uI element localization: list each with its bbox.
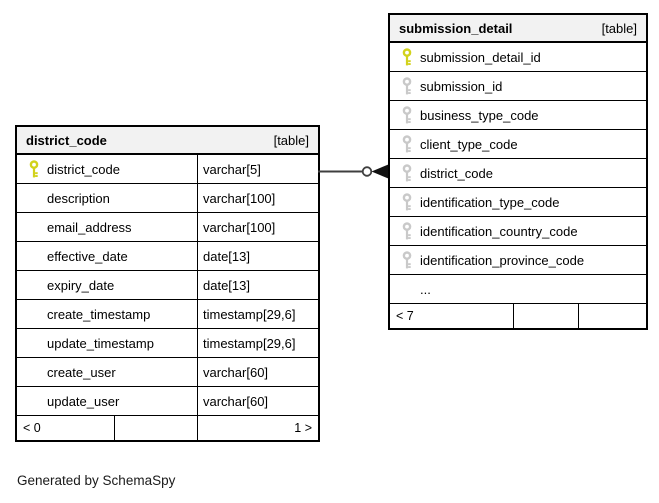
column-type: varchar[100] (203, 219, 276, 235)
column-name-cell: district_code (390, 159, 646, 187)
column-row: district_code varchar[5] (17, 155, 318, 184)
table-name[interactable]: submission_detail (399, 20, 513, 36)
column-name-cell: create_user (17, 358, 198, 386)
column-name-cell: create_timestamp (17, 300, 198, 328)
key-icon (401, 135, 413, 153)
footer-mid-cell (115, 416, 198, 440)
column-type: varchar[60] (203, 364, 269, 380)
table-header[interactable]: district_code [table] (17, 127, 318, 155)
column-name: description (47, 190, 110, 206)
column-row: create_timestamp timestamp[29,6] (17, 300, 318, 329)
column-list: submission_detail_id (390, 43, 646, 303)
generator-footnote: Generated by SchemaSpy (17, 473, 176, 488)
column-name-cell: identification_province_code (390, 246, 646, 274)
column-name-cell: client_type_code (390, 130, 646, 158)
column-name-cell: update_user (17, 387, 198, 415)
column-name: email_address (47, 219, 132, 235)
key-icon (401, 222, 413, 240)
column-name-cell: submission_id (390, 72, 646, 100)
key-icon (401, 48, 413, 66)
column-name: effective_date (47, 248, 128, 264)
column-name: submission_detail_id (420, 49, 541, 65)
column-name-cell: business_type_code (390, 101, 646, 129)
table-kind-label: [table] (273, 132, 309, 148)
column-row: update_timestamp timestamp[29,6] (17, 329, 318, 358)
column-name: update_timestamp (47, 335, 154, 351)
key-icon (401, 106, 413, 124)
column-row: create_user varchar[60] (17, 358, 318, 387)
column-row: client_type_code (390, 130, 646, 159)
column-name-cell: description (17, 184, 198, 212)
column-name: submission_id (420, 78, 503, 94)
column-name-cell: expiry_date (17, 271, 198, 299)
column-name-cell: effective_date (17, 242, 198, 270)
column-type: varchar[5] (203, 161, 261, 177)
footer-children-count: < 7 (390, 304, 514, 328)
column-name: create_user (47, 364, 116, 380)
table-header[interactable]: submission_detail [table] (390, 15, 646, 43)
footer-parents-count: 1 > (294, 421, 312, 435)
column-name-cell: ... (390, 275, 646, 303)
table-footer: < 0 1 > (17, 415, 318, 440)
key-icon (401, 251, 413, 269)
footer-parents-count (579, 304, 646, 328)
column-name: identification_country_code (420, 223, 578, 239)
column-name-cell: identification_type_code (390, 188, 646, 216)
column-type: timestamp[29,6] (203, 335, 296, 351)
column-name: create_timestamp (47, 306, 151, 322)
key-icon (28, 160, 40, 178)
table-district_code[interactable]: district_code [table] (15, 125, 320, 442)
column-type: date[13] (203, 248, 250, 264)
column-name: identification_province_code (420, 252, 585, 268)
column-row: email_address varchar[100] (17, 213, 318, 242)
key-icon (401, 193, 413, 211)
column-row: update_user varchar[60] (17, 387, 318, 415)
column-type: varchar[60] (203, 393, 269, 409)
table-submission_detail[interactable]: submission_detail [table] (388, 13, 648, 330)
key-icon (401, 164, 413, 182)
footer-mid-cell (514, 304, 579, 328)
column-row: effective_date date[13] (17, 242, 318, 271)
zero-circle-endpoint (361, 166, 373, 177)
column-name-cell: submission_detail_id (390, 43, 646, 71)
column-name: update_user (47, 393, 120, 409)
column-name: identification_type_code (420, 194, 560, 210)
column-name-cell: update_timestamp (17, 329, 198, 357)
table-kind-label: [table] (601, 20, 637, 36)
column-name-cell: identification_country_code (390, 217, 646, 245)
table-footer: < 7 (390, 303, 646, 328)
column-list: district_code varchar[5] (17, 155, 318, 415)
key-icon (401, 77, 413, 95)
column-row: business_type_code (390, 101, 646, 130)
column-type: date[13] (203, 277, 250, 293)
arrowhead-endpoint (371, 164, 388, 179)
column-name: expiry_date (47, 277, 115, 293)
column-row: identification_type_code (390, 188, 646, 217)
column-type: varchar[100] (203, 190, 276, 206)
footer-children-count: < 0 (17, 416, 115, 440)
column-row: ... (390, 275, 646, 303)
table-name[interactable]: district_code (26, 132, 107, 148)
column-row: identification_province_code (390, 246, 646, 275)
column-name-cell: district_code (17, 155, 198, 183)
column-row: description varchar[100] (17, 184, 318, 213)
column-row: submission_detail_id (390, 43, 646, 72)
column-name-cell: email_address (17, 213, 198, 241)
column-row: identification_country_code (390, 217, 646, 246)
column-name: district_code (420, 165, 493, 181)
column-row: submission_id (390, 72, 646, 101)
column-type: timestamp[29,6] (203, 306, 296, 322)
column-row: expiry_date date[13] (17, 271, 318, 300)
column-row: district_code (390, 159, 646, 188)
column-name: ... (420, 281, 431, 297)
column-name: district_code (47, 161, 120, 177)
relationship-connector (318, 164, 388, 179)
column-name: business_type_code (420, 107, 539, 123)
column-name: client_type_code (420, 136, 518, 152)
